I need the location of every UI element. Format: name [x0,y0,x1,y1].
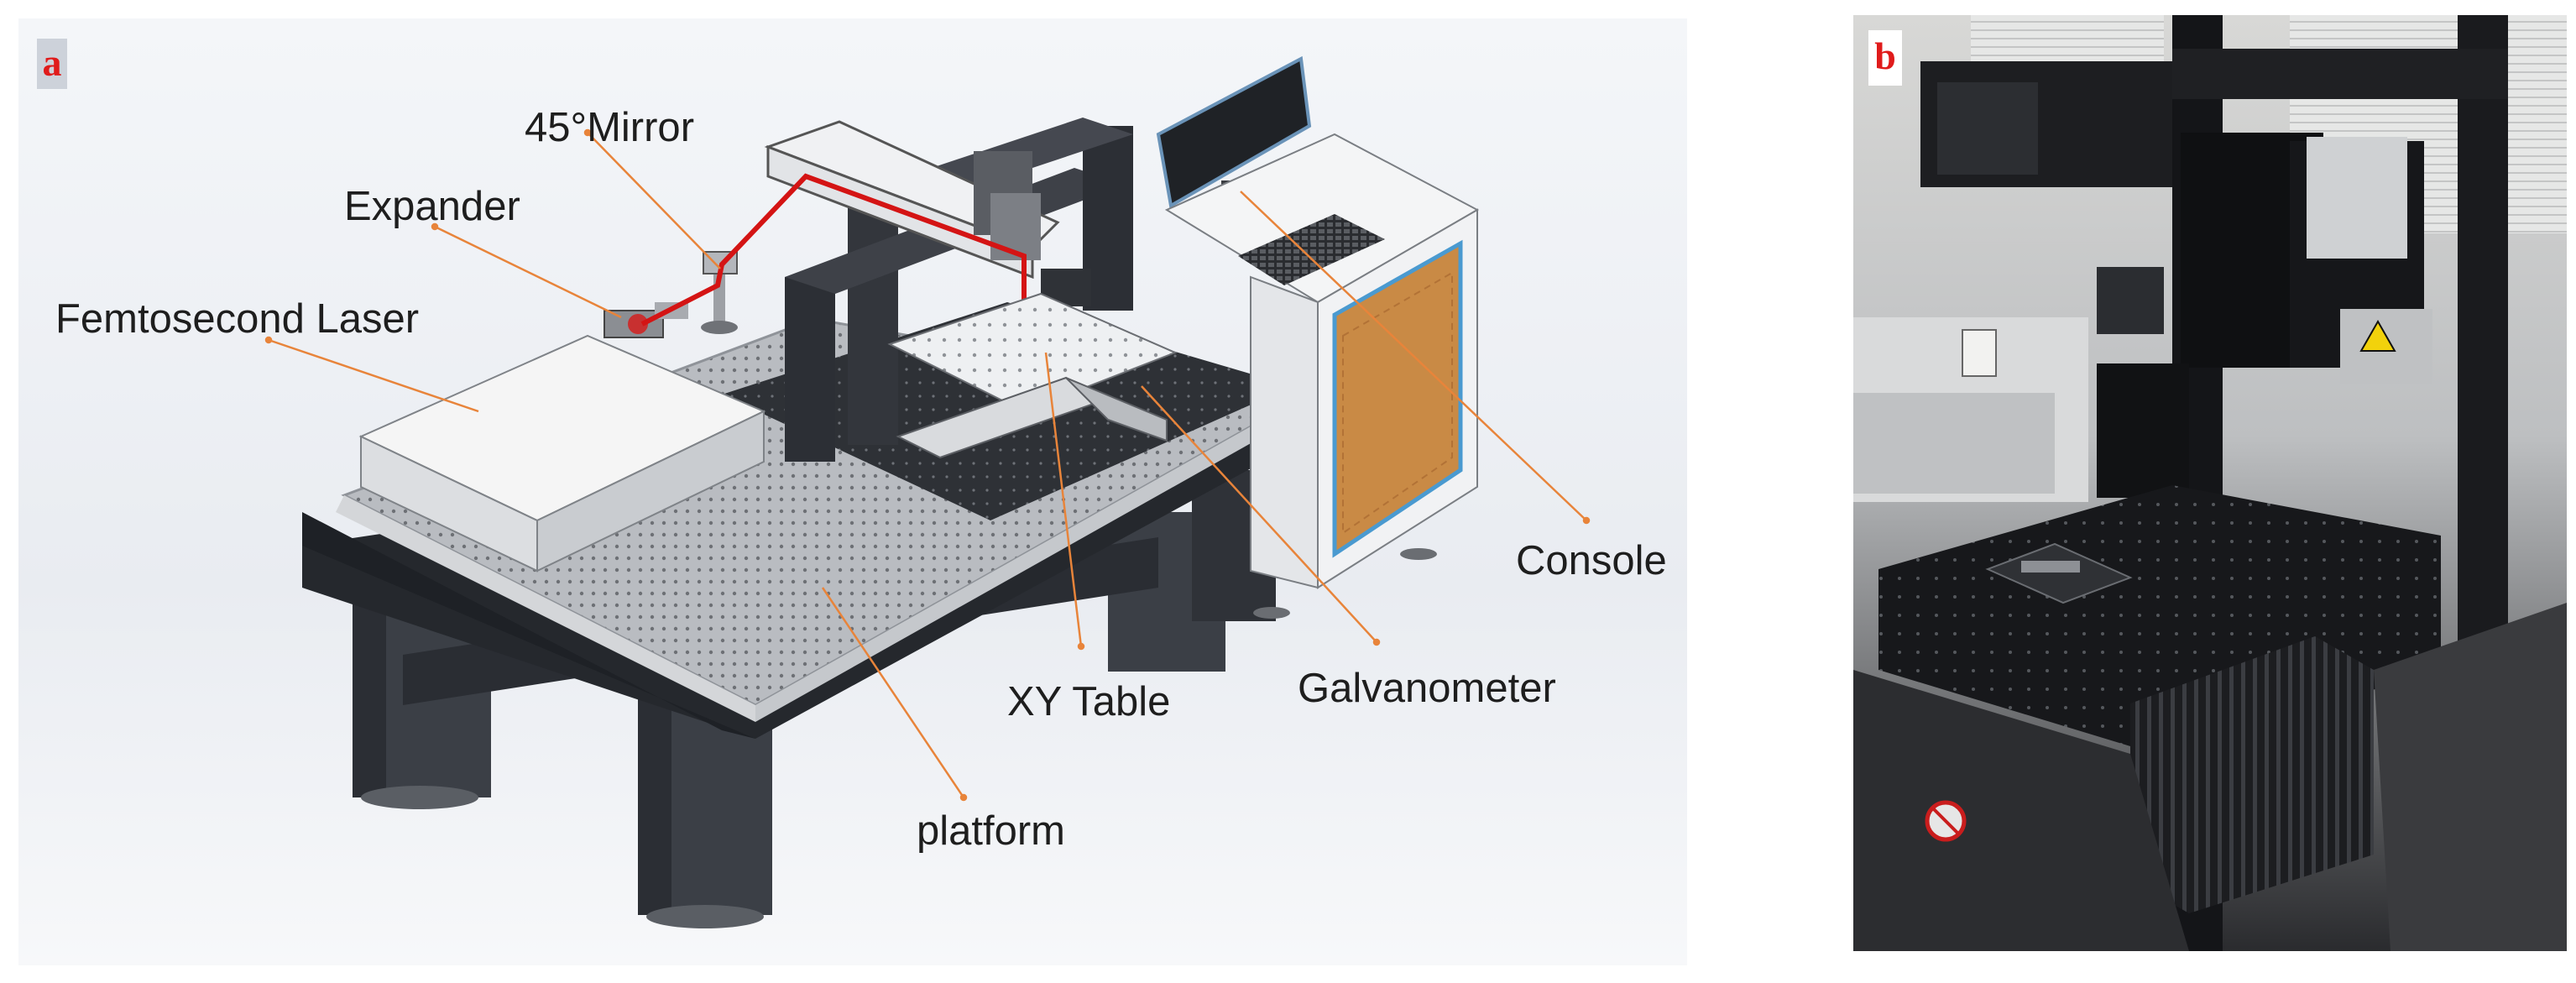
motion-stage [2130,636,2374,913]
callout-galvanometer: Galvanometer [1298,666,1556,711]
callout-leader-lines [264,128,1591,802]
cad-rendering-panel [18,18,1687,965]
callout-45-mirror: 45°Mirror [525,105,695,150]
panel-label-a: a [37,39,67,89]
callout-console: Console [1516,538,1667,583]
sample-holder [1985,542,2133,604]
callout-platform: platform [917,808,1066,854]
laser-warning-icon [2359,319,2396,352]
galvo-head [2307,137,2407,259]
panel-label-b: b [1868,30,1902,86]
callout-xy-table: XY Table [1007,679,1171,724]
photo-panel [1853,15,2567,951]
console-cabinet [1164,133,1480,619]
callout-expander: Expander [344,184,520,229]
galvanometer-head [974,151,1091,306]
femtosecond-laser-box [358,334,766,573]
xy-table [887,292,1178,459]
callout-femtosecond-laser: Femtosecond Laser [55,296,420,342]
